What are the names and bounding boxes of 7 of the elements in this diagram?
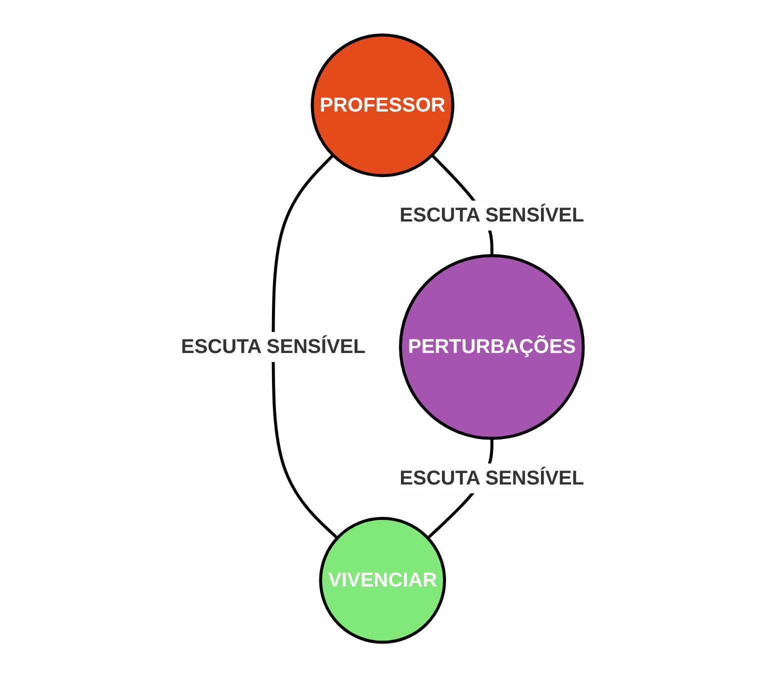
node-circle: PERTURBAÇÕES <box>398 254 585 440</box>
node-circle: VIVENCIAR <box>319 517 446 644</box>
edge-label: ESCUTA SENSÍVEL <box>180 336 366 358</box>
node-circle: PROFESSOR <box>310 34 454 178</box>
connector <box>272 154 338 540</box>
edge-label: ESCUTA SENSÍVEL <box>400 204 584 227</box>
edge-label: ESCUTA SENSÍVEL <box>400 468 584 490</box>
